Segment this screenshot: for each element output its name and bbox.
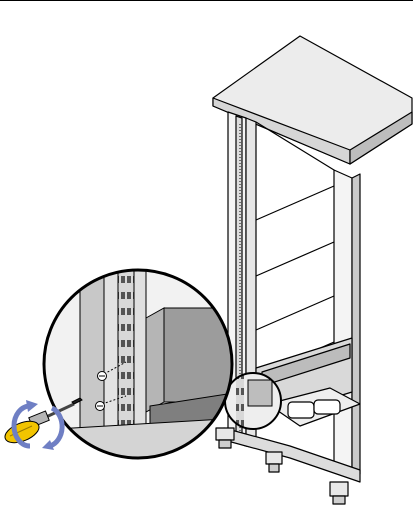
rack-foot: [329, 481, 349, 497]
rack-right-post: [333, 169, 353, 479]
magnified-rail-detail: [42, 268, 234, 460]
top-border-line: [0, 0, 413, 1]
rack-top-cover-side: [349, 111, 413, 165]
screw-icon: [95, 361, 127, 411]
rotation-arrow-icon: [11, 400, 65, 450]
rack-foot: [215, 427, 235, 441]
detail-callout-circle: [224, 372, 282, 430]
rack-foot: [265, 451, 283, 465]
rack-cabinet: [212, 35, 413, 505]
